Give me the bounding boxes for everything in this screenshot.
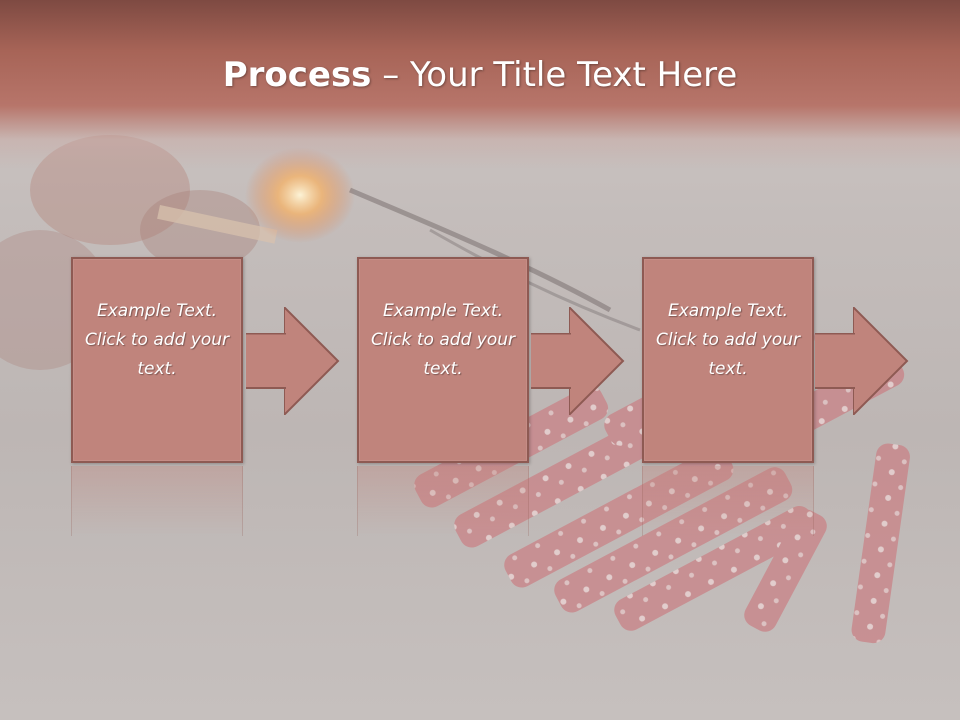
title-rest: – Your Title Text Here	[371, 55, 738, 95]
title-bold: Process	[222, 55, 372, 95]
arrow-right-icon	[284, 307, 340, 415]
arrow-shaft	[246, 333, 286, 389]
step-3-reflection	[642, 466, 814, 536]
title-band	[0, 0, 960, 170]
process-step-1[interactable]: Example Text. Click to add your text.	[71, 257, 243, 463]
step-2-reflection	[357, 466, 529, 536]
step-1-text[interactable]: Example Text. Click to add your text.	[84, 300, 229, 379]
arrow-shaft	[815, 333, 855, 389]
process-step-2[interactable]: Example Text. Click to add your text.	[357, 257, 529, 463]
step-2-text[interactable]: Example Text. Click to add your text.	[370, 300, 515, 379]
arrow-right-icon	[569, 307, 625, 415]
process-step-3[interactable]: Example Text. Click to add your text.	[642, 257, 814, 463]
arrow-shaft	[531, 333, 571, 389]
page-title[interactable]: Process – Your Title Text Here	[0, 52, 960, 98]
arrow-right-icon	[853, 307, 909, 415]
step-1-reflection	[71, 466, 243, 536]
step-3-text[interactable]: Example Text. Click to add your text.	[655, 300, 800, 379]
